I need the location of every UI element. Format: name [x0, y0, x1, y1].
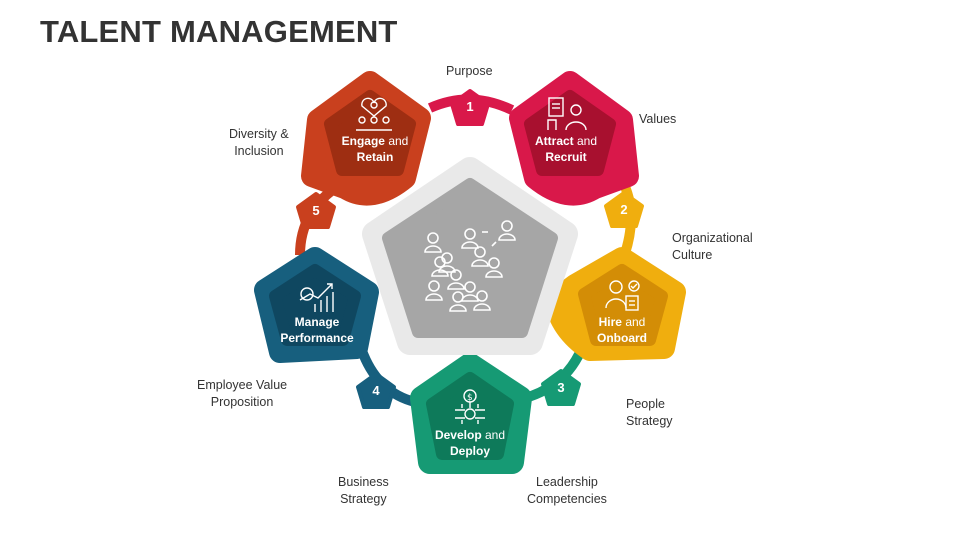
circuit-dollar-icon: $	[455, 389, 485, 424]
stage-label-hire: Hire and Onboard	[567, 314, 677, 346]
badge-2	[604, 191, 644, 228]
evp-line1: Employee Value	[197, 378, 288, 392]
stage-develop-bold: Develop	[434, 428, 482, 442]
label-purpose: Purpose	[446, 63, 493, 80]
stage-attract-line2: Recruit	[545, 150, 587, 164]
label-organizational-culture: Organizational Culture	[672, 230, 753, 264]
number-3: 3	[557, 380, 565, 395]
business-line2: Strategy	[340, 492, 387, 506]
number-5: 5	[312, 203, 320, 218]
svg-text:$: $	[467, 393, 473, 403]
leadership-line1: Leadership	[536, 475, 598, 489]
values-text: Values	[639, 112, 677, 126]
label-values: Values	[639, 111, 676, 128]
stage-label-attract: Attract and Recruit	[511, 133, 621, 165]
petal-hire-onboard	[544, 247, 686, 361]
evp-line2: Proposition	[210, 395, 274, 409]
number-badges	[296, 89, 644, 409]
crowd-people-icon	[424, 220, 516, 312]
stage-engage-bold: Engage	[341, 134, 385, 148]
stage-engage-line2: Retain	[356, 150, 394, 164]
org-culture-line2: Culture	[672, 248, 713, 262]
people-strategy-line1: People	[626, 397, 665, 411]
petal-hire-inner	[578, 264, 668, 346]
center-hub	[362, 157, 578, 355]
stage-hire-line2: Onboard	[597, 331, 647, 345]
purpose-text: Purpose	[446, 64, 493, 78]
label-diversity-inclusion: Diversity & Inclusion	[229, 126, 289, 160]
petal-develop-inner	[426, 372, 514, 460]
growth-chart-icon	[299, 283, 334, 312]
diversity-line1: Diversity &	[229, 127, 289, 141]
stage-attract-rest: and	[573, 134, 598, 148]
label-people-strategy: People Strategy	[626, 396, 673, 430]
badge-1	[450, 89, 490, 126]
new-hire-icon	[605, 280, 640, 311]
stage-label-engage: Engage and Retain	[320, 133, 430, 165]
stage-manage-line2: Performance	[280, 331, 354, 345]
badge-4	[356, 372, 396, 409]
number-4: 4	[372, 383, 380, 398]
stage-develop-rest: and	[481, 428, 506, 442]
badge-3	[541, 369, 581, 406]
diversity-line2: Inclusion	[234, 144, 284, 158]
people-heart-icon	[356, 97, 392, 131]
stage-manage-bold: Manage	[294, 315, 340, 329]
stage-hire-bold: Hire	[598, 315, 622, 329]
people-strategy-line2: Strategy	[626, 414, 673, 428]
label-leadership-competencies: Leadership Competencies	[527, 474, 607, 508]
number-1: 1	[466, 99, 474, 114]
petal-develop-deploy	[410, 353, 532, 474]
business-line1: Business	[338, 475, 389, 489]
stage-attract-bold: Attract	[534, 134, 574, 148]
org-culture-line1: Organizational	[672, 231, 753, 245]
label-business-strategy: Business Strategy	[338, 474, 389, 508]
number-2: 2	[620, 202, 628, 217]
leadership-line2: Competencies	[527, 492, 607, 506]
petal-attract-recruit	[509, 71, 639, 206]
badge-5	[296, 192, 336, 229]
stage-develop-line2: Deploy	[449, 444, 490, 458]
stage-label-manage: Manage Performance	[262, 314, 372, 346]
recruiter-icon	[547, 97, 587, 131]
stage-hire-rest: and	[621, 315, 646, 329]
label-employee-value-proposition: Employee Value Proposition	[197, 377, 287, 411]
stage-label-develop: Develop and Deploy	[415, 427, 525, 459]
stage-engage-rest: and	[384, 134, 409, 148]
page-title: TALENT MANAGEMENT	[40, 14, 398, 49]
